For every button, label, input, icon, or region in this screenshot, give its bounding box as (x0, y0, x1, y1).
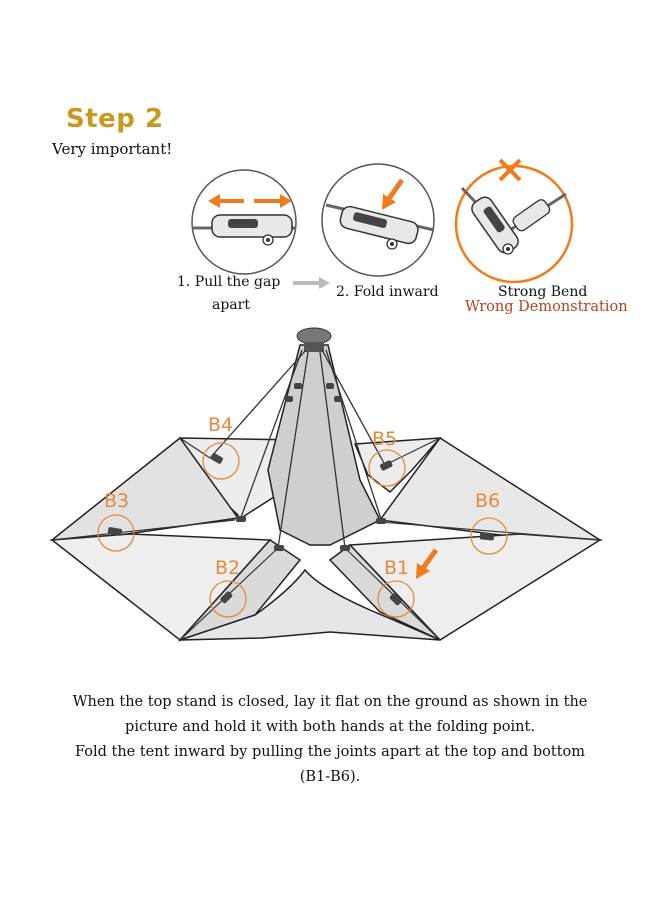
arrow-left-icon (208, 194, 244, 208)
joint-label-b4: B4 (208, 414, 233, 436)
wrong-x-icon (498, 158, 522, 182)
step1-caption: 1. Pull the gap (177, 274, 281, 290)
important-note: Very important! (52, 140, 173, 158)
instruction-line-3: Fold the tent inward by pulling the join… (74, 744, 586, 760)
wrong-demonstration-label: Wrong Demonstration (465, 299, 628, 315)
b1-arrow-icon (416, 548, 439, 579)
arrow-down-left-icon (382, 178, 405, 210)
joint-label-b3: B3 (104, 490, 129, 512)
instructions: When the top stand is closed, lay it fla… (30, 690, 630, 790)
detail-pull-apart (191, 169, 297, 275)
joint-label-b6: B6 (475, 490, 500, 512)
instruction-line-4: (B1-B6). (299, 769, 361, 785)
step2-caption: 2. Fold inward (336, 284, 439, 300)
next-step-arrow-icon (293, 277, 330, 289)
instruction-line-2: picture and hold it with both hands at t… (125, 719, 535, 735)
step1-caption-line2: apart (212, 297, 250, 313)
instruction-line-1: When the top stand is closed, lay it fla… (72, 694, 588, 710)
joint-label-b5: B5 (372, 428, 397, 450)
tent-illustration (49, 327, 603, 642)
detail-wrong-bend (454, 158, 574, 284)
arrow-right-icon (254, 194, 292, 208)
detail-fold-inward (321, 163, 435, 277)
joint-label-b1: B1 (384, 557, 409, 579)
strong-bend-caption: Strong Bend (498, 284, 588, 300)
joint-label-b2: B2 (215, 557, 240, 579)
step-title: Step 2 (66, 104, 164, 134)
